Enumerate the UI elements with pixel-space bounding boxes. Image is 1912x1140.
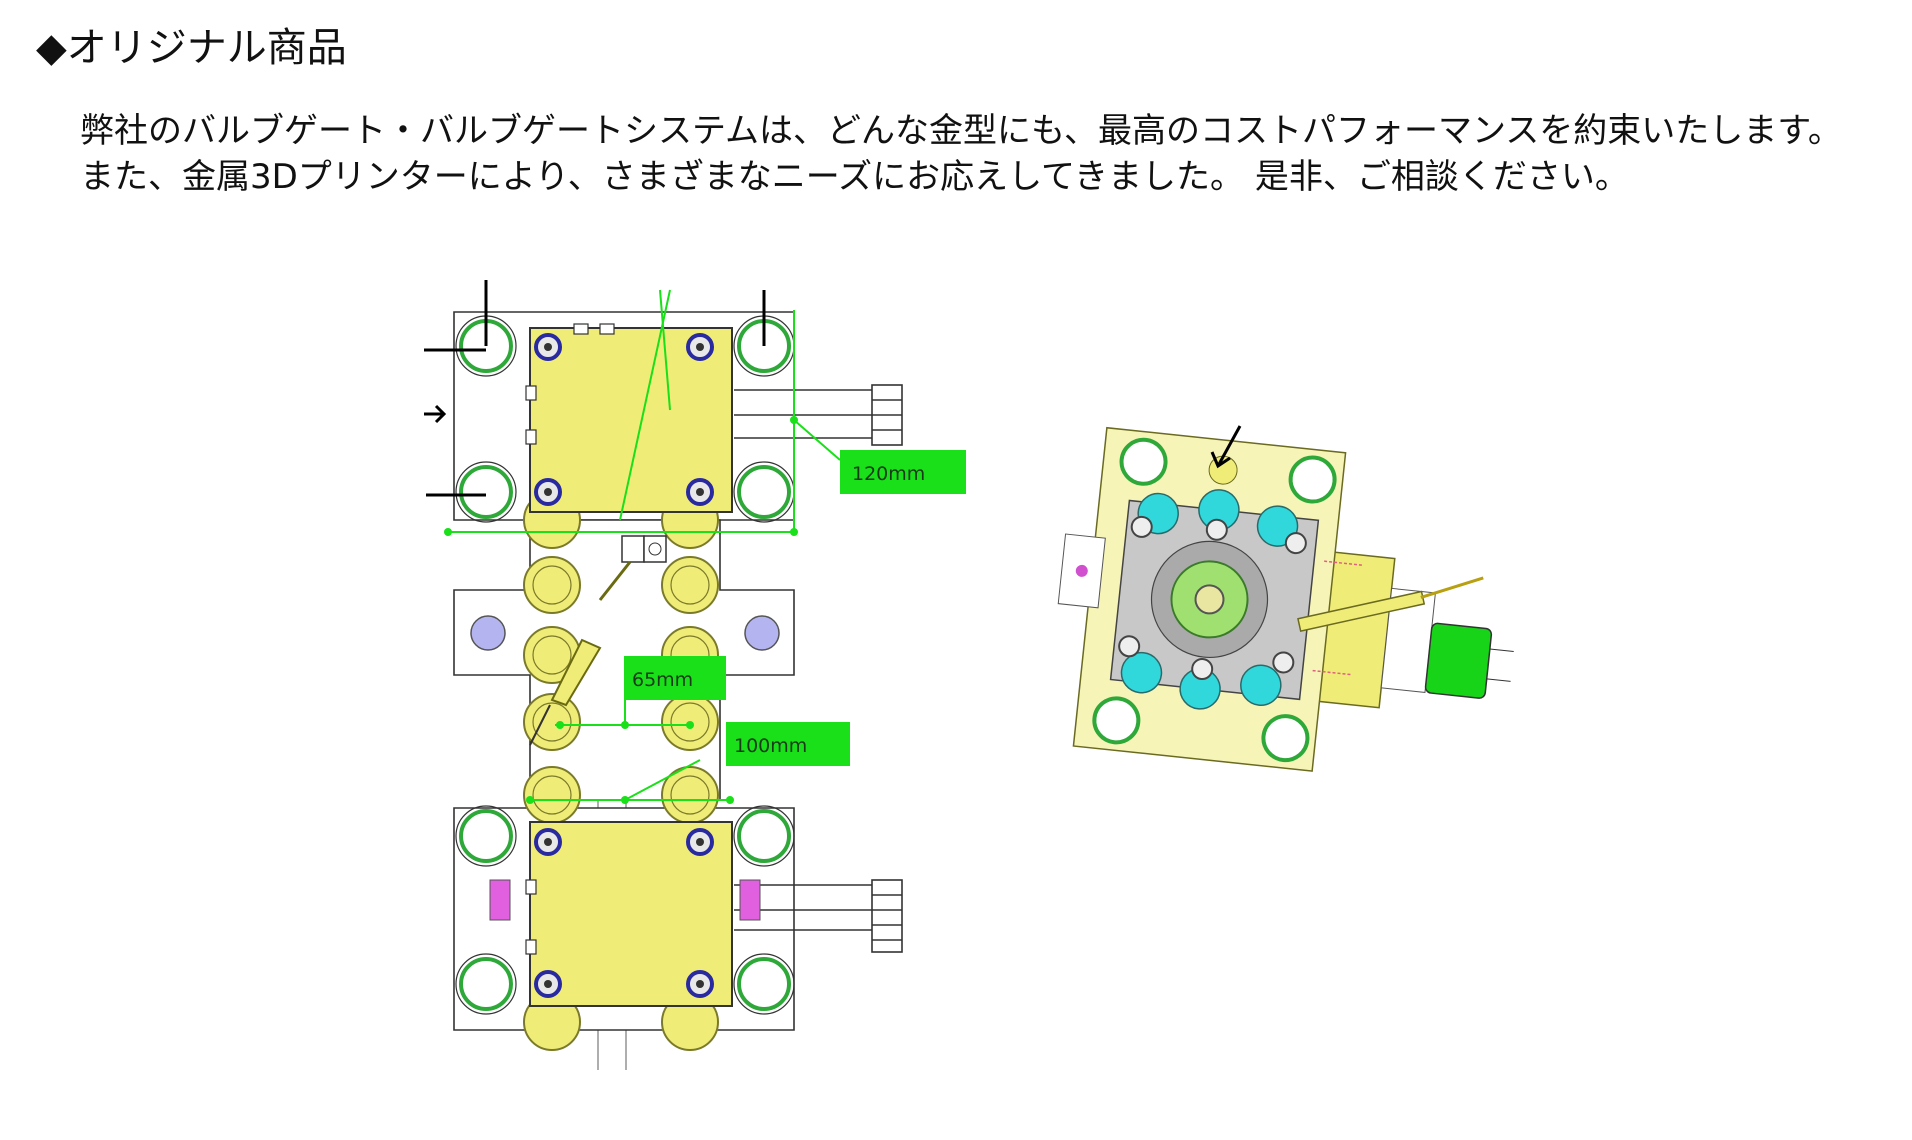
svg-text:65mm: 65mm — [632, 669, 693, 691]
section-markers — [424, 280, 766, 497]
guide-rings — [459, 319, 791, 1011]
ejector-pin — [470, 615, 506, 651]
dim-label-120: 120mm — [840, 450, 966, 494]
ejector-pin — [744, 615, 780, 651]
dim-label-65: 65mm — [624, 656, 726, 700]
intro-line-2: また、金属3Dプリンターにより、さまざまなニーズにお応えしてきました。 是非、ご… — [80, 157, 1629, 197]
section-arrow — [1210, 425, 1242, 469]
page-title: ◆オリジナル商品 — [36, 25, 347, 71]
cavity-upper — [525, 323, 733, 513]
valve-probe — [550, 638, 602, 707]
magenta-block — [739, 879, 761, 921]
svg-text:100mm: 100mm — [734, 735, 807, 757]
cavity-lower — [525, 821, 733, 1007]
svg-text:120mm: 120mm — [852, 463, 925, 485]
intro-line-1: 弊社のバルブゲート・バルブゲートシステムは、どんな金型にも、最高のコストパフォー… — [80, 111, 1842, 151]
magenta-block — [489, 879, 511, 921]
gate-circles — [523, 491, 719, 1051]
dim-label-100: 100mm — [726, 722, 850, 766]
right-assembly-view — [1057, 426, 1514, 772]
intro-text: 弊社のバルブゲート・バルブゲートシステムは、どんな金型にも、最高のコストパフォー… — [80, 108, 1842, 200]
